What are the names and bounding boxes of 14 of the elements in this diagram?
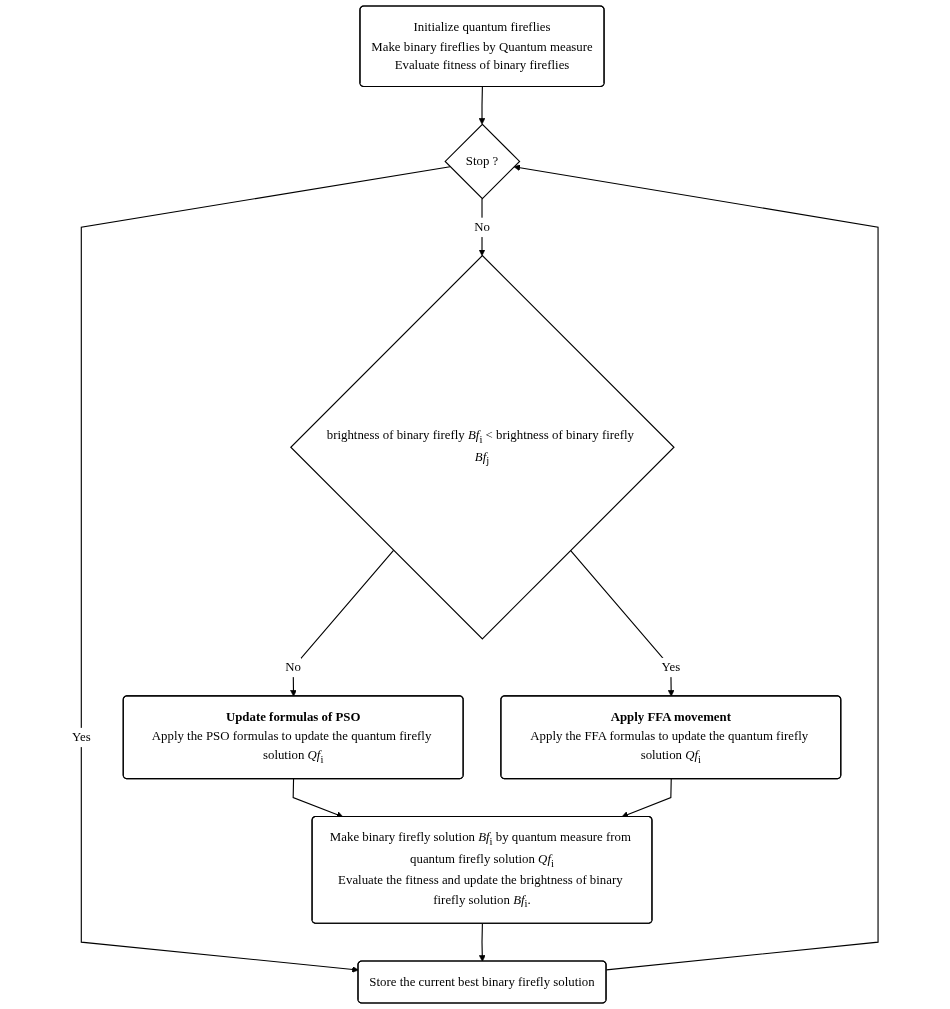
edge-label: Yes <box>661 659 681 675</box>
arrow <box>621 778 672 818</box>
node-diamond: Stop ? <box>444 123 521 200</box>
edge-label: Yes <box>71 729 91 745</box>
arrow <box>569 549 675 697</box>
node-diamond: brightness of binary firefly Bf$_{i}$ < brightness of binary firefly Bf$_{j}$ <box>290 254 675 640</box>
edge-label: No <box>285 659 302 675</box>
arrow <box>290 549 395 697</box>
arrow <box>292 778 344 818</box>
arrow <box>80 166 451 973</box>
edge-label: No <box>474 219 490 235</box>
arrow <box>478 923 486 962</box>
arrow <box>513 164 879 971</box>
arrow <box>478 86 486 125</box>
